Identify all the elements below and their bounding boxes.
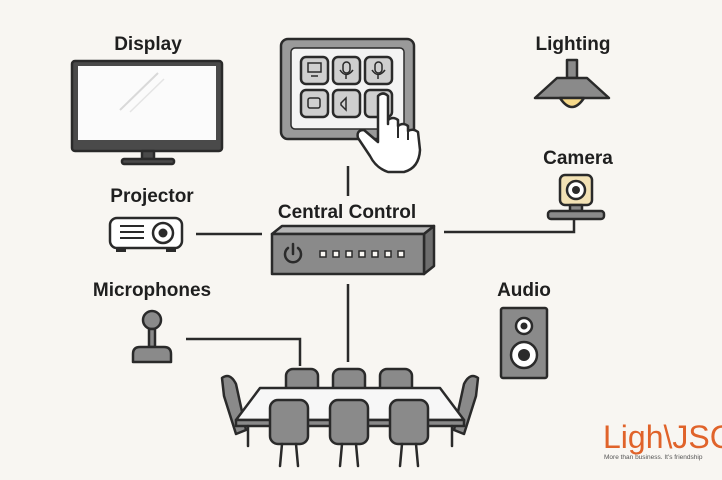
panel-button-display[interactable]: [299, 55, 330, 86]
lighting-label: Lighting: [536, 34, 611, 55]
status-led-4: [358, 250, 366, 258]
projector-label: Projector: [110, 186, 194, 207]
wire-camera-control: [444, 220, 576, 234]
microphones-label: Microphones: [93, 280, 211, 301]
audio-label: Audio: [497, 280, 551, 301]
microphone-icon: [131, 309, 173, 364]
logo-tagline: More than business. It's friendship: [604, 454, 703, 461]
panel-button-mic-2[interactable]: [363, 55, 394, 86]
display-icon: [70, 59, 224, 166]
projector-icon: [108, 216, 184, 252]
status-led-1: [319, 250, 327, 258]
speaker-icon: [499, 306, 549, 380]
display-label: Display: [114, 34, 182, 55]
wire-mic-table: [186, 337, 302, 366]
control-unit-icon: [270, 224, 436, 276]
hand-pointer-icon: [356, 92, 422, 174]
logo-text: Ligh\JSC: [603, 419, 722, 455]
chair-front-3: [388, 398, 430, 468]
company-logo: Ligh\JSC More than business. It's friend…: [603, 419, 722, 461]
connection-lines: [186, 166, 576, 366]
panel-button-mic-1[interactable]: [331, 55, 362, 86]
status-led-2: [332, 250, 340, 258]
power-icon[interactable]: [283, 242, 303, 264]
camera-label: Camera: [543, 148, 613, 169]
panel-button-camera[interactable]: [299, 88, 330, 119]
lighting-icon: [533, 58, 611, 109]
camera-icon: [546, 173, 606, 221]
conference-table-icon: [220, 367, 480, 468]
status-led-5: [371, 250, 379, 258]
chair-front-1: [268, 398, 310, 468]
status-led-7: [397, 250, 405, 258]
central-control-label: Central Control: [278, 202, 416, 223]
status-led-3: [345, 250, 353, 258]
chair-front-2: [328, 398, 370, 468]
status-led-6: [384, 250, 392, 258]
